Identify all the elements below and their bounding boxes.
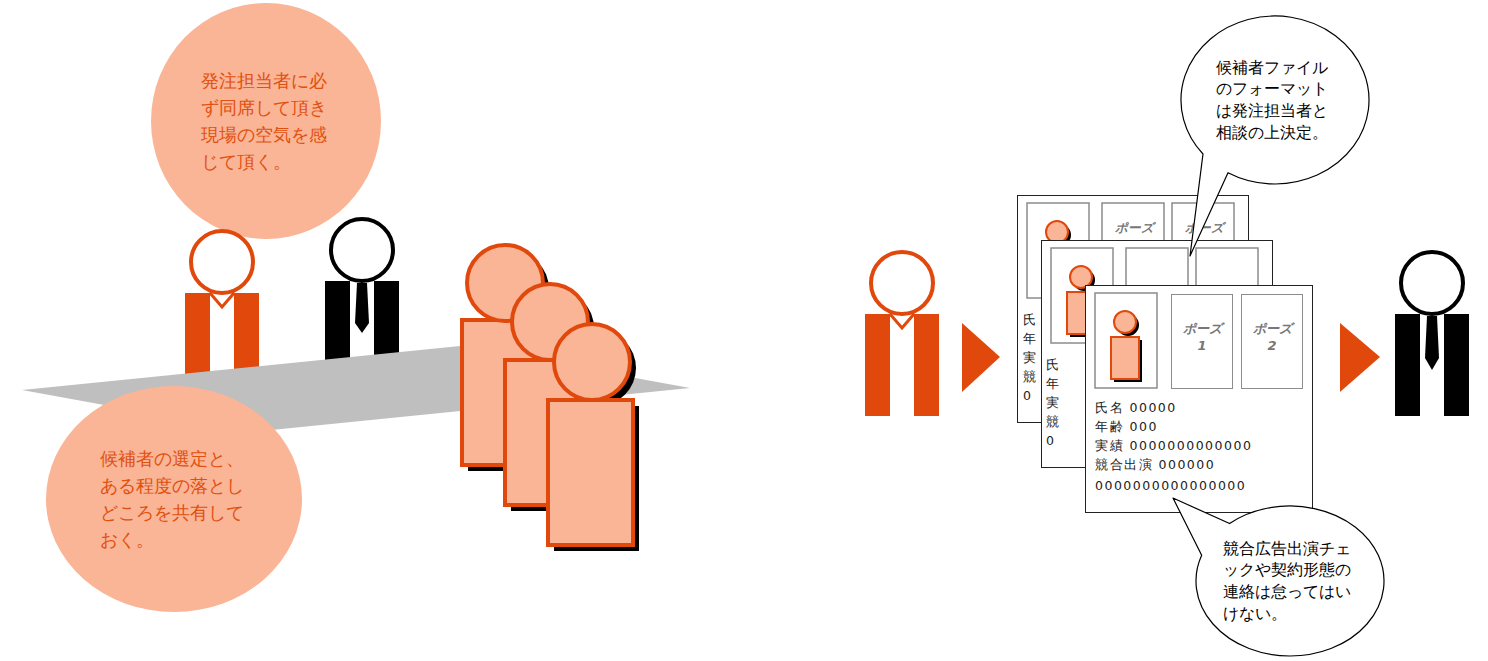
candidate-person bbox=[462, 245, 551, 471]
profile-field: 実 bbox=[1046, 397, 1061, 410]
person-shirt bbox=[1420, 314, 1444, 416]
profile-field: 年齢 000 bbox=[1095, 421, 1158, 434]
person-shirt bbox=[350, 281, 374, 366]
person-head bbox=[331, 219, 393, 281]
person-head bbox=[512, 284, 588, 360]
pose-label: ポーズ 2 bbox=[1249, 321, 1295, 355]
person-shadow bbox=[554, 406, 639, 551]
callout-text: 発注担当者に必ず同席して頂き現場の空気を感じて頂く。 bbox=[201, 67, 331, 175]
profile-field: 競 bbox=[1023, 371, 1038, 384]
callout-outline bbox=[1195, 505, 1385, 657]
person-shadow bbox=[473, 251, 549, 327]
callout-text: 候補者の選定と、ある程度の落としどころを共有しておく。 bbox=[100, 445, 248, 553]
pose-box: ポーズ 1 bbox=[1171, 294, 1233, 389]
candidate-person bbox=[548, 324, 639, 551]
profile-field: 年 bbox=[1023, 333, 1038, 346]
callout-outline bbox=[45, 385, 303, 613]
callout-outline bbox=[1180, 15, 1370, 185]
profile-field: 競 bbox=[1046, 416, 1061, 429]
person-shadow bbox=[468, 326, 551, 471]
orderer-person bbox=[185, 231, 259, 378]
person-collar bbox=[210, 293, 234, 307]
profile-field: 年 bbox=[1046, 378, 1061, 391]
person-shirt bbox=[890, 314, 914, 416]
person-shadow bbox=[518, 290, 594, 366]
profile-field: 0 bbox=[1046, 435, 1055, 448]
pose-label: ポーズ bbox=[1103, 222, 1165, 235]
person-body bbox=[505, 360, 590, 505]
callout-outline bbox=[150, 2, 382, 240]
person-shirt bbox=[210, 293, 234, 378]
profile-field: 氏 bbox=[1046, 359, 1061, 372]
flow-arrow bbox=[962, 323, 1000, 392]
person-tie bbox=[1425, 316, 1439, 370]
person-shadow bbox=[560, 330, 636, 406]
note-callout: 候補者ファイルのフォーマットは発注担当者と相談の上決定。 bbox=[1180, 15, 1370, 185]
speech-bubble bbox=[1173, 498, 1384, 656]
person-head bbox=[871, 252, 933, 314]
callout-text: 競合広告出演チェックや契約形態の連絡は怠ってはいけない。 bbox=[1223, 538, 1357, 624]
profile-field: 実績 0000000000000 bbox=[1095, 440, 1252, 453]
client-person bbox=[325, 219, 399, 366]
person-tie bbox=[355, 283, 369, 333]
orderer-person bbox=[865, 252, 939, 416]
profile-field: 氏 bbox=[1023, 314, 1038, 327]
callout-text: 候補者ファイルのフォーマットは発注担当者と相談の上決定。 bbox=[1216, 57, 1334, 143]
advice-callout: 発注担当者に必ず同席して頂き現場の空気を感じて頂く。 bbox=[150, 2, 382, 240]
profile-field: 0000000000000000 bbox=[1095, 480, 1246, 493]
profile-field: 氏名 00000 bbox=[1095, 402, 1177, 415]
person-body bbox=[865, 314, 939, 416]
person-shadow bbox=[511, 366, 596, 511]
person-body bbox=[325, 281, 399, 366]
person-body bbox=[462, 320, 545, 465]
profile-field: 実 bbox=[1023, 352, 1038, 365]
note-callout: 競合広告出演チェックや契約形態の連絡は怠ってはいけない。 bbox=[1195, 505, 1385, 657]
pose-box: ポーズ 2 bbox=[1241, 294, 1303, 389]
pose-label: ポーズ 1 bbox=[1179, 321, 1225, 355]
profile-field: 競合出演 000000 bbox=[1095, 459, 1215, 472]
candidate-card: 氏名 00000 年齢 000 実績 0000000000000 競合出演 00000… bbox=[1085, 285, 1313, 513]
person-body bbox=[1395, 314, 1469, 416]
flow-arrow bbox=[1340, 323, 1380, 392]
person-body bbox=[548, 400, 633, 545]
callout-ellipse bbox=[151, 3, 381, 239]
person-head bbox=[1401, 252, 1463, 314]
person-collar bbox=[890, 314, 914, 328]
client-person bbox=[1395, 252, 1469, 416]
callout-ellipse bbox=[46, 386, 302, 612]
advice-callout: 候補者の選定と、ある程度の落としどころを共有しておく。 bbox=[45, 385, 303, 613]
person-body bbox=[185, 293, 259, 378]
candidate-person bbox=[505, 284, 596, 511]
profile-field: 0 bbox=[1023, 390, 1032, 403]
person-head bbox=[554, 324, 630, 400]
person-head bbox=[191, 231, 253, 293]
person-head bbox=[467, 245, 543, 321]
